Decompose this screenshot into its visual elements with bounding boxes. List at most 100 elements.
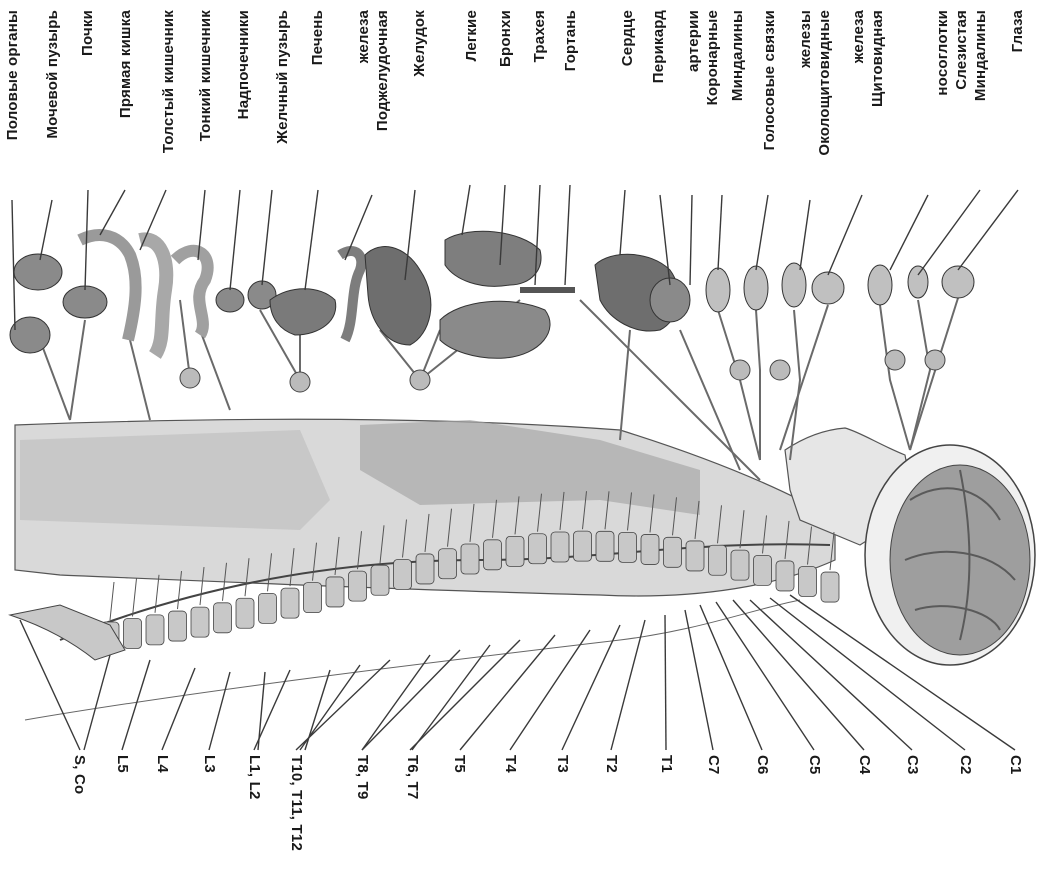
label-vert-c4: C4: [857, 755, 872, 775]
nerve-fiber: [880, 305, 910, 450]
vertebra-body: [304, 583, 322, 613]
label-eyes: Глаза: [1010, 10, 1025, 52]
label-vert-t6-t7: T6, T7: [405, 755, 420, 800]
label-thyroid-1: Щитовидная: [870, 10, 885, 107]
lungs-organ: [445, 231, 541, 286]
label-rectum: Прямая кишка: [118, 10, 133, 118]
vertebra-leader-line: [611, 620, 645, 750]
vertebra-body: [596, 531, 614, 561]
label-trachea: Трахея: [532, 10, 547, 62]
label-lacrimal-2: носоглотки: [935, 10, 950, 96]
tonsil-organ: [706, 268, 730, 312]
sacrum-shape: [10, 605, 125, 660]
label-small-intestine: Тонкий кишечник: [198, 10, 213, 141]
spinal-nerve-root: [110, 582, 114, 620]
label-vert-t4: T4: [503, 755, 518, 773]
label-thyroid-2: железа: [851, 10, 866, 63]
label-pancreas-1: Поджелудочная: [375, 10, 390, 131]
label-vocal-cords: Голосовые связки: [762, 10, 777, 150]
nerve-ganglion: [290, 372, 310, 392]
label-vert-s-co: S, Co: [72, 755, 87, 794]
label-parathyroid-1: Околощитовидные: [817, 10, 832, 156]
lungs-organ-lower: [440, 301, 550, 358]
vertebra-leader-line: [122, 660, 150, 750]
label-coronary-2: артерии: [686, 10, 701, 72]
label-gallbladder: Желчный пузырь: [275, 10, 290, 144]
label-tonsils-top: Миндалины: [973, 10, 988, 101]
organ-leader-line: [958, 190, 1018, 270]
organ-leader-line: [918, 190, 980, 275]
organ-leader-line: [756, 195, 768, 270]
nerve-fiber: [70, 320, 85, 420]
nerve-fiber: [718, 310, 760, 460]
label-vert-l1-l2: L1, L2: [247, 755, 262, 800]
genitals-organ: [10, 317, 50, 353]
vertebra-body: [349, 571, 367, 601]
vertebra-body: [214, 603, 232, 633]
label-large-intestine: Толстый кишечник: [161, 10, 176, 153]
vertebra-body: [169, 611, 187, 641]
vertebra-body: [664, 537, 682, 567]
label-vert-t2: T2: [604, 755, 619, 773]
vertebra-body: [506, 536, 524, 566]
parathyroid-organ: [782, 263, 806, 307]
vertebra-body: [236, 598, 254, 628]
vertebra-leader-line: [685, 610, 713, 750]
label-vert-c1: C1: [1008, 755, 1023, 775]
label-vert-c2: C2: [958, 755, 973, 775]
vertebra-leader-line: [209, 672, 230, 750]
vocal-cords-organ: [744, 266, 768, 310]
vertebra-body: [619, 532, 637, 562]
vertebra-body: [259, 593, 277, 623]
label-lungs: Легкие: [464, 10, 479, 61]
vertebra-body: [416, 554, 434, 584]
vertebra-body: [709, 545, 727, 575]
adrenal-organ: [216, 288, 244, 312]
organ-leader-line: [620, 190, 625, 255]
nerve-ganglion: [925, 350, 945, 370]
nerve-ganglion: [770, 360, 790, 380]
vertebra-body: [191, 607, 209, 637]
liver-organ: [270, 289, 336, 335]
organ-leader-line: [305, 190, 318, 290]
vertebra-leader-line: [410, 640, 520, 750]
vertebra-leader-line: [362, 655, 430, 750]
vertebra-body: [394, 560, 412, 590]
label-larynx: Гортань: [563, 10, 578, 71]
organ-leader-line: [462, 185, 470, 235]
vertebra-body: [439, 549, 457, 579]
organ-leader-line: [100, 190, 125, 235]
label-vert-l3: L3: [202, 755, 217, 773]
label-bladder: Мочевой пузырь: [45, 10, 60, 139]
vertebra-body: [529, 534, 547, 564]
small-intestine-organ: [175, 251, 208, 335]
vertebra-body: [686, 541, 704, 571]
nerve-fiber: [200, 330, 230, 410]
organ-leader-line: [890, 195, 928, 270]
label-heart: Сердце: [620, 10, 635, 66]
label-parathyroid-2: железы: [798, 10, 813, 68]
nerve-fiber: [130, 340, 150, 420]
vertebra-leader-line: [162, 668, 195, 750]
stomach-organ: [365, 247, 431, 345]
organ-leader-line: [690, 195, 692, 285]
vertebra-leader-line: [84, 655, 110, 750]
label-liver: Печень: [310, 10, 325, 65]
vertebra-body: [641, 534, 659, 564]
organ-leader-line: [40, 200, 52, 260]
vertebra-body: [574, 531, 592, 561]
label-vert-t5: T5: [452, 755, 467, 773]
label-vert-t1: T1: [659, 755, 674, 773]
body-lower-contour: [25, 600, 800, 720]
nerve-fiber: [40, 340, 70, 420]
nerve-fiber: [620, 330, 630, 440]
bladder-organ: [14, 254, 62, 290]
vertebra-body: [484, 540, 502, 570]
nerve-fiber: [756, 310, 760, 460]
label-lacrimal-1: Слезистая: [954, 10, 969, 90]
eye-organ: [942, 266, 974, 298]
vertebra-body: [124, 618, 142, 648]
label-bronchi: Бронхи: [498, 10, 513, 67]
label-stomach: Желудок: [412, 10, 427, 77]
